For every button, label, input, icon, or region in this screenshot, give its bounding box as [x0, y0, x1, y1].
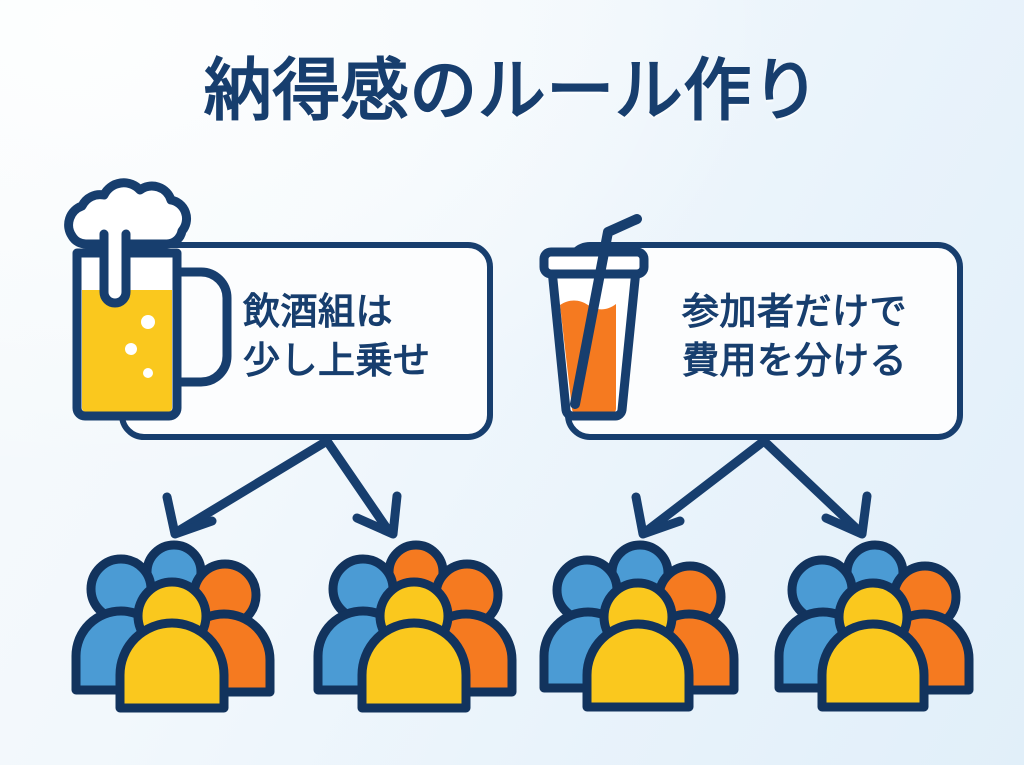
people-group-4[interactable] [774, 540, 974, 712]
arrow-right-1-head [631, 492, 685, 539]
beer-bubble-icon [141, 315, 155, 329]
person-front-center [115, 577, 229, 713]
arrow-left-2 [322, 436, 393, 535]
arrow-left-1-head [162, 492, 217, 539]
arrow-right-2 [759, 436, 863, 535]
beer-mug-icon [64, 178, 232, 421]
person-front-center [817, 578, 929, 712]
arrow-left-1 [175, 436, 332, 535]
card-left-line-2: 少し上乗せ [243, 340, 431, 382]
card-right-line-2: 費用を分ける [682, 340, 907, 382]
arrow-right-1 [643, 436, 769, 535]
beer-mug-outline [72, 248, 182, 421]
arrow-left-2-head [352, 491, 402, 539]
card-left-line-1: 飲酒組は [243, 291, 393, 332]
beer-bubble-icon [143, 368, 153, 378]
beer-foam [64, 178, 192, 249]
person-front-center [582, 578, 694, 712]
card-right-text: 参加者だけで 費用を分ける [682, 287, 907, 385]
cup-outline [547, 265, 641, 421]
beer-bubble-icon [125, 343, 137, 355]
arrow-right-2-head [821, 491, 872, 539]
page-title: 納得感のルール作り [203, 53, 821, 129]
people-group-2[interactable] [313, 540, 517, 713]
beer-foam-drip [99, 229, 131, 308]
person-front-center [357, 577, 471, 713]
cup-straw [570, 214, 642, 409]
cup-lid [539, 247, 649, 279]
beer-mug-handle [172, 267, 232, 387]
people-group-3[interactable] [539, 540, 739, 712]
soft-drink-cup-icon [539, 214, 649, 421]
card-left-text: 飲酒組は 少し上乗せ [243, 287, 431, 385]
card-right-line-1: 参加者だけで [682, 291, 907, 332]
people-group-1[interactable] [71, 540, 275, 713]
